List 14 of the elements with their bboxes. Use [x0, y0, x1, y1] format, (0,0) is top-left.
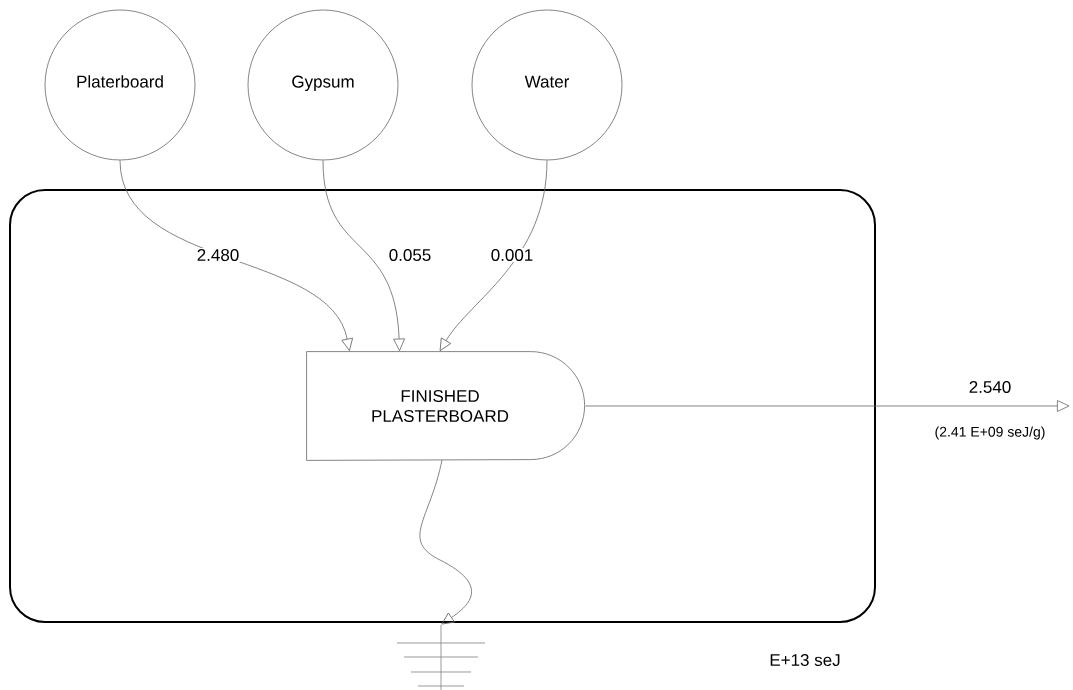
note-text: (2.41 E+09 seJ/g) [935, 426, 1045, 440]
arrow [119, 160, 353, 352]
arrow [585, 400, 1070, 412]
edge-label: 2.540 [967, 380, 1013, 394]
system-boundary [9, 189, 876, 623]
edge-label: 2.480 [195, 248, 241, 262]
arrow [439, 160, 548, 352]
note-text: E+13 seJ [770, 653, 840, 666]
arrow [322, 160, 405, 352]
edge-label: 0.055 [387, 248, 433, 262]
edge-label: 0.001 [489, 248, 535, 262]
heat-sink-symbol [396, 624, 486, 690]
arrow [419, 459, 472, 625]
process-box: FINISHED PLASTERBOARD [306, 351, 585, 461]
